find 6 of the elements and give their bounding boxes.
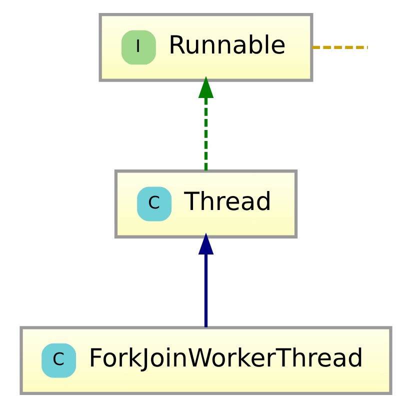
arrow [198, 232, 214, 328]
node-box: C Thread [114, 170, 298, 238]
connector [312, 46, 368, 49]
node-box: C ForkJoinWorkerThread [20, 326, 392, 395]
arrow [198, 76, 214, 171]
node-box: I Runnable [98, 13, 314, 82]
